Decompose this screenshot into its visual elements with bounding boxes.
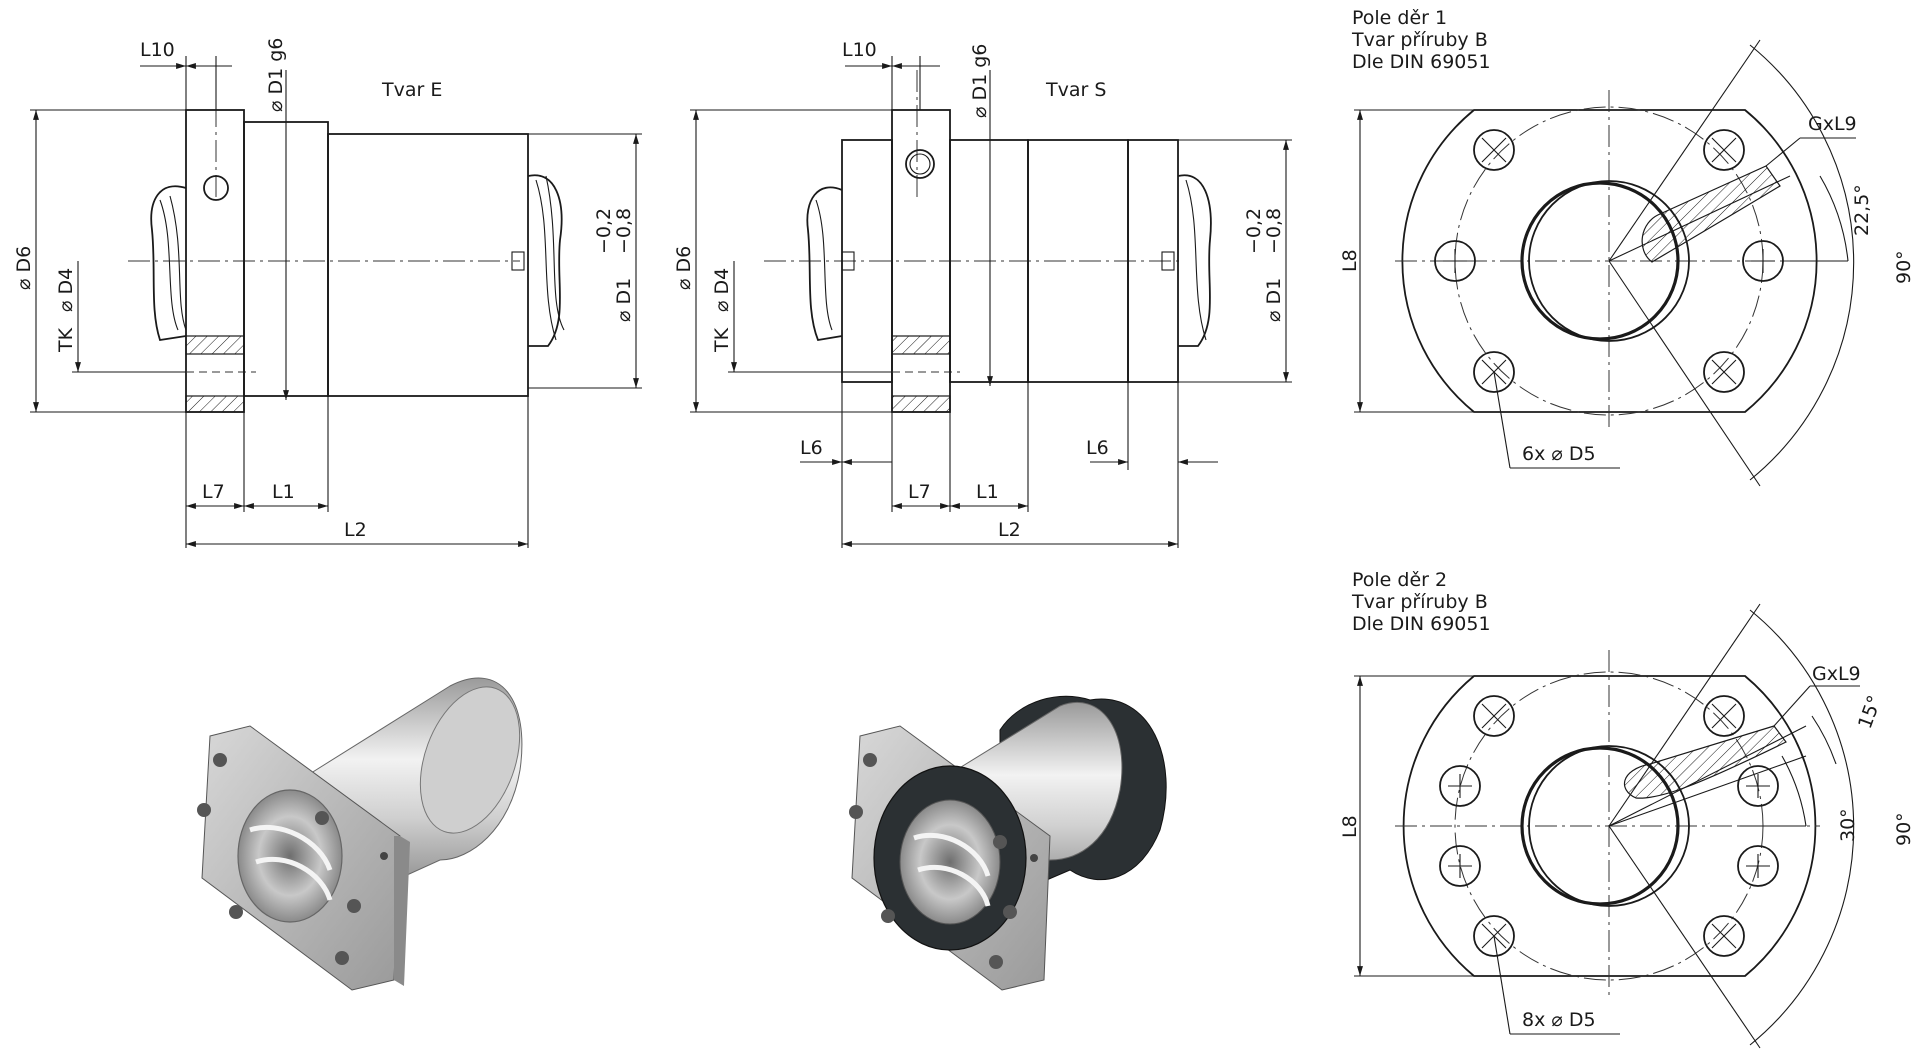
pattern-1-angle-small: 22,5° (1851, 184, 1873, 236)
form-s-tol-upper: −0,2 (1243, 208, 1265, 254)
pattern-1-heading-3: Dle DIN 69051 (1352, 51, 1491, 73)
pattern-2-angle-small: 15° (1854, 693, 1886, 732)
pattern-2-holes (1439, 695, 1779, 957)
form-s-d1: ⌀ D1 (1263, 278, 1285, 322)
pattern-1-gxl9: GxL9 (1808, 113, 1857, 135)
form-e-l7: L7 (202, 481, 225, 503)
pattern-1-holes-label: 6x ⌀ D5 (1522, 443, 1596, 465)
pattern-2-heading-2: Tvar příruby B (1351, 591, 1488, 613)
form-e-d1: ⌀ D1 (613, 278, 635, 322)
form-e-view: Tvar E L10 ⌀ D1 g6 ⌀ D6 ⌀ D4 TK −0,2 −0,… (13, 38, 642, 548)
form-s-l10: L10 (842, 39, 877, 61)
pattern-2-gxl9: GxL9 (1812, 663, 1861, 685)
form-e-l2: L2 (344, 519, 367, 541)
form-s-view: Tvar S L10 ⌀ D1 g6 ⌀ D6 ⌀ D4 TK −0,2 −0,… (673, 39, 1292, 548)
form-e-l1: L1 (272, 481, 295, 503)
form-e-d1g6: ⌀ D1 g6 (265, 38, 287, 112)
pattern-2-angle-big: 90° (1893, 812, 1915, 846)
pattern-1-angle-big: 90° (1893, 250, 1915, 284)
flange-nut-form-s-render (849, 695, 1167, 991)
form-s-tol-lower: −0,8 (1263, 208, 1285, 254)
form-s-d6: ⌀ D6 (673, 246, 695, 290)
form-e-d4: ⌀ D4 (55, 268, 77, 312)
pattern-1-heading-1: Pole děr 1 (1352, 7, 1447, 29)
form-s-l6-left: L6 (800, 437, 823, 459)
form-s-title: Tvar S (1045, 79, 1106, 101)
pattern-2-heading-1: Pole děr 2 (1352, 569, 1447, 591)
pattern-1-l8: L8 (1339, 249, 1361, 272)
form-s-l1: L1 (976, 481, 999, 503)
form-e-tol-upper: −0,2 (593, 208, 615, 254)
pattern-2-holes-label: 8x ⌀ D5 (1522, 1009, 1596, 1031)
form-e-d6: ⌀ D6 (13, 246, 35, 290)
form-s-l7: L7 (908, 481, 931, 503)
form-e-l10: L10 (140, 39, 175, 61)
form-s-tk: TK (711, 327, 733, 353)
form-e-title: Tvar E (381, 79, 442, 101)
form-s-l6-right: L6 (1086, 437, 1109, 459)
pattern-1-holes (1434, 129, 1784, 393)
pattern-2-l8: L8 (1339, 815, 1361, 838)
form-s-d1g6: ⌀ D1 g6 (969, 44, 991, 118)
pattern-2-angle-mid: 30° (1837, 808, 1859, 842)
form-e-tk: TK (55, 327, 77, 353)
pattern-1-heading-2: Tvar příruby B (1351, 29, 1488, 51)
hole-pattern-2-view: Pole děr 2 Tvar příruby B Dle DIN 69051 (1339, 569, 1915, 1049)
form-s-d4: ⌀ D4 (711, 268, 733, 312)
hole-pattern-1-view: Pole děr 1 Tvar příruby B Dle DIN 69051 (1339, 7, 1915, 487)
form-e-tol-lower: −0,8 (613, 208, 635, 254)
flange-nut-form-e-render (197, 677, 523, 991)
form-s-l2: L2 (998, 519, 1021, 541)
pattern-2-heading-3: Dle DIN 69051 (1352, 613, 1491, 635)
